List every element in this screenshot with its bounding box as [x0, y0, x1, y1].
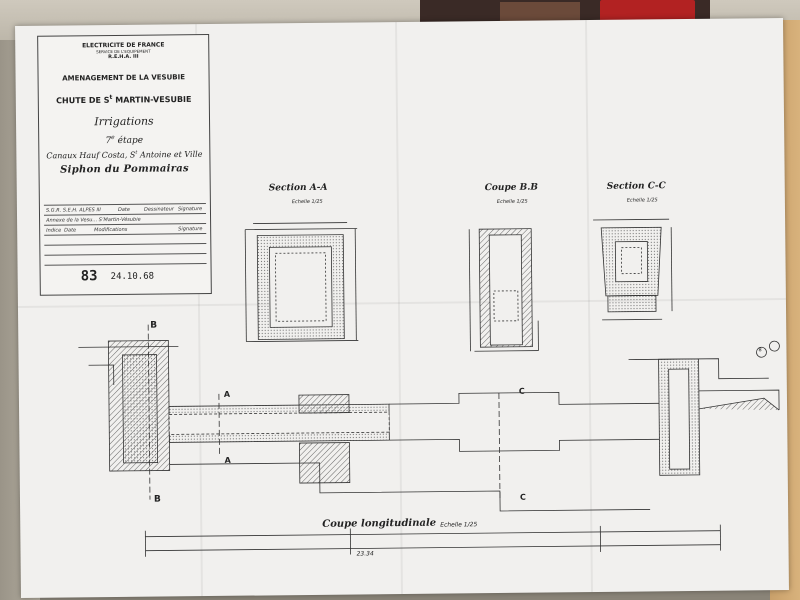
- section-cc-drawing: [593, 218, 673, 321]
- cut-c-top: C: [518, 386, 525, 396]
- longitudinal-title: Coupe longitudinale: [322, 517, 437, 530]
- section-aa-drawing: [244, 222, 359, 343]
- technical-drawing: [78, 218, 780, 557]
- cut-a-top: A: [223, 389, 231, 399]
- longitudinal-drawing: [78, 324, 780, 557]
- cut-a-bottom: A: [224, 455, 231, 465]
- cut-c-bottom: C: [519, 492, 526, 502]
- cut-b-top: B: [150, 320, 158, 331]
- coupe-bb-drawing: [468, 228, 539, 352]
- right-marker: 8: [758, 347, 762, 354]
- cut-b-bottom: B: [153, 494, 161, 505]
- blueprint-sheet: ELECTRICITE DE FRANCE SERVICE DE L'EQUIP…: [15, 17, 789, 599]
- background-box: [500, 2, 580, 24]
- longitudinal-scale: Echelle 1/25: [440, 521, 478, 529]
- dim-total: 23.34: [356, 550, 374, 558]
